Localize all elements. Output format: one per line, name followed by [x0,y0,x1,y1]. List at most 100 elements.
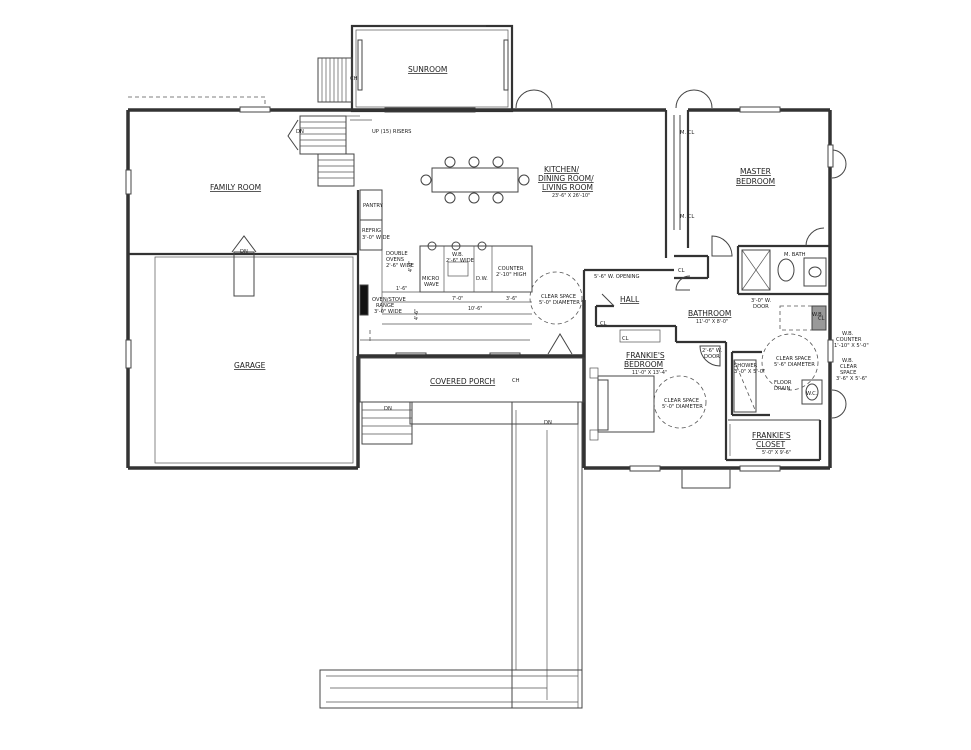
label-pantry: PANTRY [363,203,384,209]
wc [801,379,823,405]
label-m-cl-2: M. CL [680,130,694,136]
label-cl-3: CL [622,336,629,342]
label-floor-drain-1: FLOOR [774,380,792,386]
wb-clear-2: CLEAR [840,364,857,370]
label-dw: D.W. [476,276,488,282]
room-master-2: BEDROOM [736,177,775,186]
wb-counter [811,305,827,331]
wb-clear-1: W.B. [842,358,854,364]
rear-stair [317,57,353,103]
label-wc: W.C. [806,391,818,397]
label-shower-2: 3'-0" X 5'-0" [734,369,765,375]
label-master-bath: M. BATH [784,252,806,258]
clear-space-3-l2: 5'-6" DIAMETER [774,362,815,368]
room-kitchen-2: DINING ROOM/ [538,174,594,183]
room-bathroom: BATHROOM [688,309,731,318]
room-frankies-dim: 11'-0" X 13'-4" [632,370,667,376]
label-door-2-6b: DOOR [704,354,720,360]
cl-door-1 [601,293,615,307]
label-door-2-6: 2'-6" W. [702,348,722,354]
label-dn-porch-2: DN [544,420,552,426]
label-m-cl-vanity: CL [818,316,825,322]
dim-10-6: 10'-6" [468,306,482,312]
label-up-risers: UP (15) RISERS [372,129,411,135]
room-sunroom: SUNROOM [408,65,447,74]
dim-4-0: 4'-0" [408,261,414,272]
shower-diag [733,359,757,413]
roof-line [128,96,266,105]
wb-clear-3: SPACE [840,370,856,376]
door-swing-rear-1 [515,89,553,109]
room-kitchen-3: LIVING ROOM [542,183,593,192]
label-dn-garage: DN [240,249,248,255]
label-ovens-2: OVENS [386,257,404,263]
room-frankies-1: FRANKIE'S [626,351,665,360]
label-range-1: OVEN/STOVE [372,297,406,303]
room-porch: COVERED PORCH [430,377,495,386]
clear-space-1-l1: CLEAR SPACE [541,294,576,300]
frankies-closet-rod [619,329,661,343]
label-m-cl-1: M. CL [680,214,694,220]
label-cl-2: CL [600,321,607,327]
dim-3-6: 3'-6" [506,296,517,302]
room-hall: HALL [620,295,640,304]
label-door-3-0: 3'-0" W. [751,298,771,304]
label-micro-1: MICRO [422,276,439,282]
room-closet-1: FRANKIE'S [752,431,791,440]
front-stoop [681,468,731,489]
frankies-walls [594,304,822,462]
room-closet-dim: 5'-0" X 9'-6" [762,450,791,456]
door-swing-bath [831,389,847,419]
label-counter-1: COUNTER [498,266,524,272]
label-ch-porch: CH [512,378,520,384]
clear-space-1-l2: 5'-0" DIAMETER [539,300,580,306]
clear-space-2-l1: CLEAR SPACE [664,398,699,404]
master-bath [736,227,830,296]
label-ovens-3: 2'-6" WIDE [386,263,414,269]
front-door-swing [547,333,573,355]
clear-space-kitchen [529,271,583,325]
room-family: FAMILY ROOM [210,183,261,192]
dim-1-6: 1'-6" [396,286,407,292]
dim-7-0: 7'-0" [452,296,463,302]
label-shower-1: SHOWER [734,363,758,369]
label-cl-1: CL [678,268,685,274]
frankies-door-swing [699,345,721,367]
room-master-1: MASTER [740,167,771,176]
door-swing-rear-2 [675,89,713,109]
master-door-swing [711,235,733,257]
clear-space-bath [761,333,819,391]
room-kitchen-1: KITCHEN/ [544,165,579,174]
family-stair [299,115,372,187]
clear-space-frankies [653,375,707,429]
label-door-3-0b: DOOR [753,304,769,310]
garage-door-swing [231,235,257,253]
label-range-3: 3'-0" WIDE [374,309,402,315]
label-wb-1: W.B. [452,252,464,258]
kitchen-hall-walls [582,110,710,300]
hall-door-swing [675,275,691,291]
label-ch-sunroom: CH [350,76,358,82]
shower [733,359,757,413]
room-bathroom-dim: 11'-0" X 8'-0" [696,319,728,325]
label-floor-drain-2: DRAIN [774,386,790,392]
room-frankies-2: BEDROOM [624,360,663,369]
wb-counter-1: W.B. [842,331,854,337]
label-range-2: RANGE [376,303,394,309]
room-closet-2: CLOSET [756,440,786,449]
label-dn-stair: DN [296,129,304,135]
label-refrig-1: REFRIG. [362,228,383,234]
label-wb-small: W.B. [812,312,824,318]
dining-table [420,156,530,204]
label-micro-2: WAVE [424,282,439,288]
garage-steps [233,251,255,297]
covered-porch [319,357,585,709]
label-wb-2: 2'-6" WIDE [446,258,474,264]
room-garage: GARAGE [234,361,266,370]
wc-bowl [805,383,819,401]
wb-clear-4: 3'-6" X 5'-6" [836,376,867,382]
label-refrig-2: 3'-0" WIDE [362,235,390,241]
kitchen-island [369,241,533,344]
clear-space-3-l1: CLEAR SPACE [776,356,811,362]
